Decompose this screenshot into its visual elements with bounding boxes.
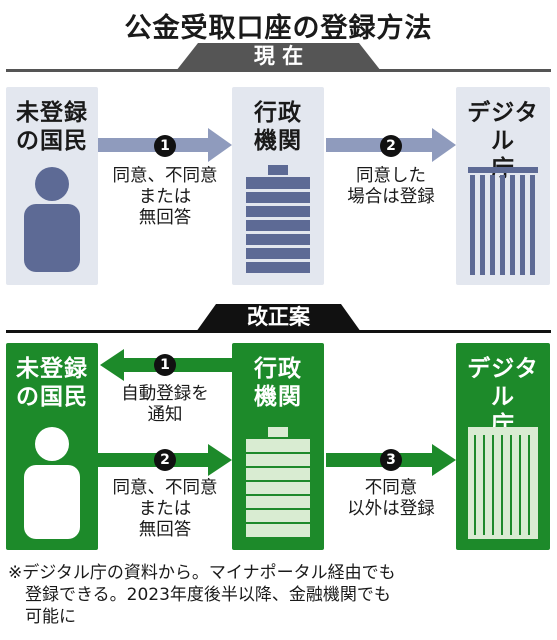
current-step-1-line-1: 同意、不同意 xyxy=(112,166,218,186)
footnote-line-2: 登録できる。2023年度後半以降、金融機関でも xyxy=(25,585,391,605)
proposal-citizen-label-2: の国民 xyxy=(16,384,88,410)
current-citizen-label-2: の国民 xyxy=(16,128,88,154)
proposal-agency-label-2: 機関 xyxy=(254,384,302,410)
footnote-line-1: ※デジタル庁の資料から。マイナポータル経由でも xyxy=(8,563,396,583)
current-step-1-line-3: 無回答 xyxy=(138,208,192,228)
current-step-1-caption: 同意、不同意 または 無回答 xyxy=(98,166,232,229)
person-icon xyxy=(24,167,80,272)
proposal-step-2-line-2: または xyxy=(138,499,192,519)
proposal-agency-label-1: 行政 xyxy=(254,356,302,382)
proposal-digital-label-1: デジタル xyxy=(467,356,539,410)
proposal-step-2-line-3: 無回答 xyxy=(138,520,192,540)
current-agency-label-1: 行政 xyxy=(254,100,302,126)
current-step-2-line-2: 場合は登録 xyxy=(347,187,435,207)
proposal-step-3-line-1: 不同意 xyxy=(364,478,418,498)
current-agency-label-2: 機関 xyxy=(254,128,302,154)
tower-building-icon xyxy=(468,167,538,275)
office-building-icon xyxy=(246,165,310,273)
proposal-step-3-line-2: 以外は登録 xyxy=(347,499,435,519)
diagram-title: 公金受取口座の登録方法 xyxy=(124,13,433,44)
current-agency-box: 行政 機関 xyxy=(232,87,324,285)
tower-building-icon xyxy=(468,427,538,539)
proposal-agency-box: 行政 機関 xyxy=(232,343,324,550)
current-tab: 現 在 xyxy=(176,43,381,71)
proposal-step-3-badge: 3 xyxy=(380,449,402,471)
proposal-step-1-badge: 1 xyxy=(154,354,176,376)
current-tab-label: 現 在 xyxy=(253,44,304,68)
current-digital-agency-box: デジタル 庁 xyxy=(456,87,550,285)
proposal-tab: 改正案 xyxy=(196,304,361,332)
office-building-icon xyxy=(246,427,310,537)
proposal-step-1-line-1: 自動登録を xyxy=(121,384,209,404)
current-step-1-badge: 1 xyxy=(154,135,176,157)
footnote: ※デジタル庁の資料から。マイナポータル経由でも 登録できる。2023年度後半以降… xyxy=(8,562,549,628)
current-step-2-badge: 2 xyxy=(380,135,402,157)
current-digital-label-1: デジタル xyxy=(467,100,539,154)
footnote-line-3: 可能に xyxy=(25,607,76,627)
proposal-step-2-line-1: 同意、不同意 xyxy=(112,478,218,498)
proposal-step-1-line-2: 通知 xyxy=(147,405,183,425)
proposal-step-1-caption: 自動登録を 通知 xyxy=(98,384,232,426)
current-citizen-box: 未登録 の国民 xyxy=(6,87,98,285)
person-icon xyxy=(24,427,80,539)
current-step-1-line-2: または xyxy=(138,187,192,207)
proposal-citizen-label-1: 未登録 xyxy=(16,356,88,382)
proposal-step-3-caption: 不同意 以外は登録 xyxy=(326,478,456,520)
current-step-2-line-1: 同意した xyxy=(356,166,426,186)
current-step-2-caption: 同意した 場合は登録 xyxy=(326,166,456,208)
proposal-citizen-box: 未登録 の国民 xyxy=(6,343,98,550)
proposal-step-2-badge: 2 xyxy=(154,449,176,471)
proposal-step-2-caption: 同意、不同意 または 無回答 xyxy=(98,478,232,541)
current-citizen-label-1: 未登録 xyxy=(16,100,88,126)
proposal-digital-agency-box: デジタル 庁 xyxy=(456,343,550,550)
proposal-tab-label: 改正案 xyxy=(247,305,310,329)
